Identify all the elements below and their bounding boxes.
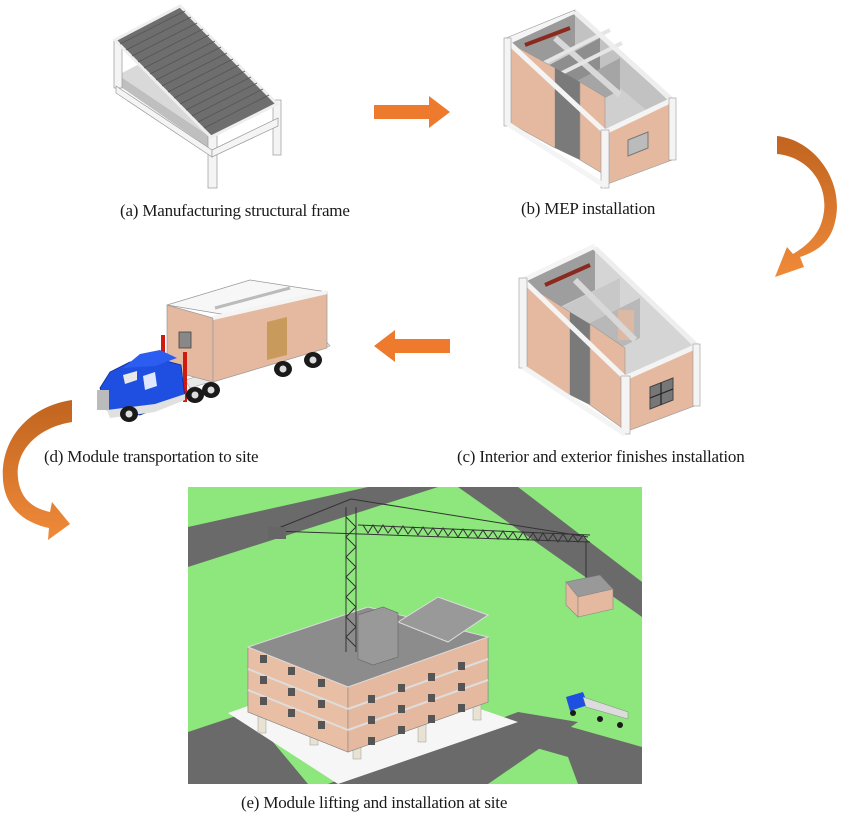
curved-arrow-icon [2,400,72,540]
arrow-b-to-c [775,136,837,277]
finished-module-illustration [518,243,701,437]
mep-module-illustration [503,9,677,189]
arrow-c-to-d [374,330,450,362]
caption-c: (c) Interior and exterior finishes insta… [457,447,745,466]
site-installation-illustration [188,487,642,784]
truck-module-illustration [97,279,331,422]
caption-b: (b) MEP installation [521,199,656,218]
arrow-right-icon [374,96,450,128]
caption-e: (e) Module lifting and installation at s… [241,793,508,812]
caption-a: (a) Manufacturing structural frame [120,201,350,220]
arrow-left-icon [374,330,450,362]
caption-d: (d) Module transportation to site [44,447,259,466]
curved-arrow-icon [775,136,837,277]
arrow-d-to-e [2,400,72,540]
structural-frame-illustration [112,4,282,189]
arrow-a-to-b [374,96,450,128]
